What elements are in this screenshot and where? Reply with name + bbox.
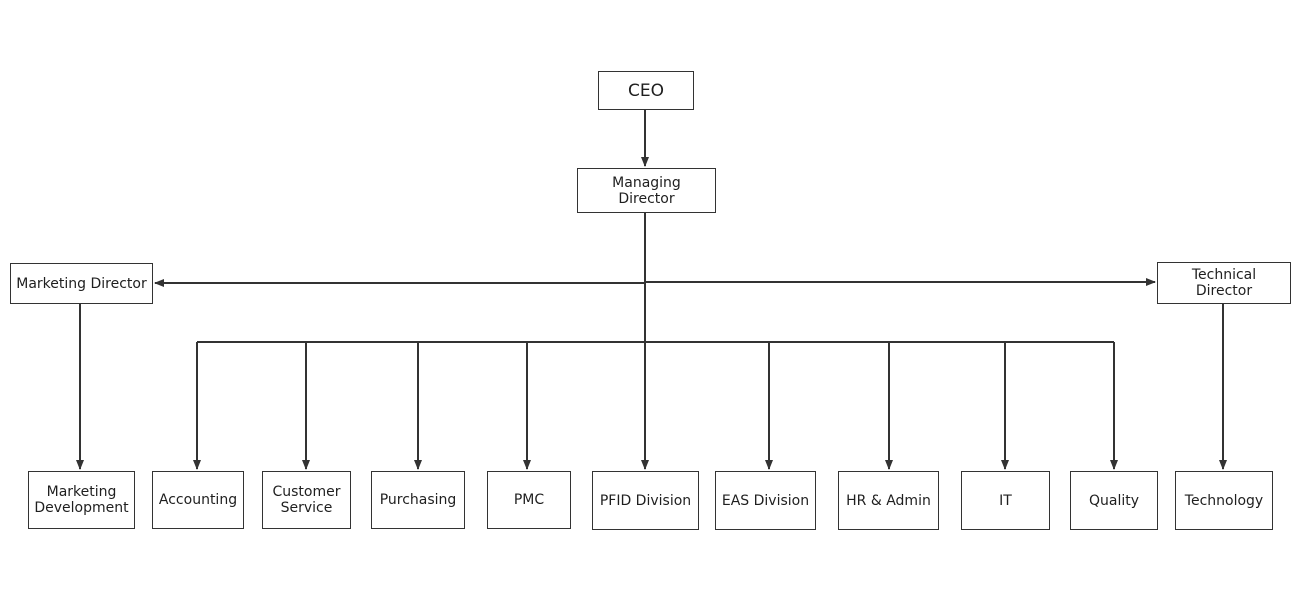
node-pmc-label: PMC — [513, 492, 545, 508]
node-technical-director-label: Technical Director — [1191, 267, 1257, 299]
node-eas-division-label: EAS Division — [721, 492, 810, 509]
node-technical-director: Technical Director — [1157, 262, 1291, 304]
node-ceo-label: CEO — [628, 80, 664, 101]
node-it: IT — [961, 471, 1050, 530]
node-pfid-division-label: PFID Division — [599, 492, 692, 509]
node-managing-director: Managing Director — [577, 168, 716, 213]
node-technology: Technology — [1175, 471, 1273, 530]
node-accounting: Accounting — [152, 471, 244, 529]
node-marketing-director-label: Marketing Director — [16, 275, 147, 292]
node-quality: Quality — [1070, 471, 1158, 530]
node-purchasing: Purchasing — [371, 471, 465, 529]
node-hr-admin-label: HR & Admin — [846, 492, 931, 509]
node-pmc: PMC — [487, 471, 571, 529]
node-eas-division: EAS Division — [715, 471, 816, 530]
node-accounting-label: Accounting — [158, 492, 238, 508]
node-pfid-division: PFID Division — [592, 471, 699, 530]
node-ceo: CEO — [598, 71, 694, 110]
node-quality-label: Quality — [1088, 492, 1140, 509]
node-technology-label: Technology — [1184, 492, 1264, 509]
node-marketing-development-label: Marketing Development — [34, 484, 129, 516]
node-it-label: IT — [999, 492, 1012, 509]
node-marketing-development: Marketing Development — [28, 471, 135, 529]
node-managing-director-label: Managing Director — [612, 174, 681, 207]
node-hr-admin: HR & Admin — [838, 471, 939, 530]
node-purchasing-label: Purchasing — [379, 492, 457, 508]
node-customer-service: Customer Service — [262, 471, 351, 529]
node-marketing-director: Marketing Director — [10, 263, 153, 304]
node-customer-service-label: Customer Service — [272, 484, 341, 516]
